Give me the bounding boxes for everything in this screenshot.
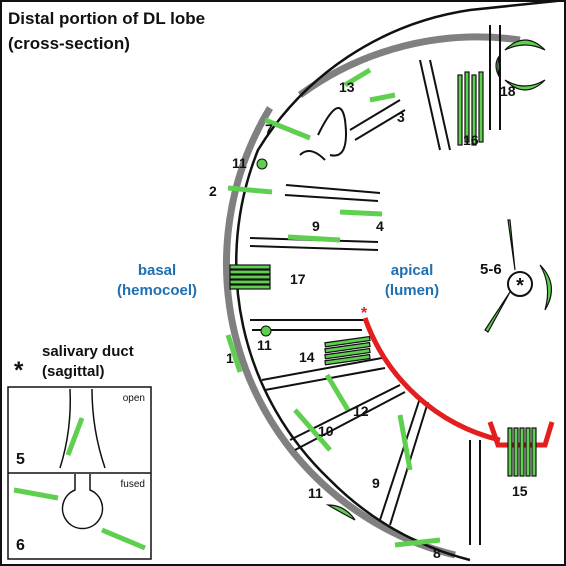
cell-2 [227, 185, 273, 195]
title-line1: Distal portion of DL lobe [8, 9, 205, 28]
label-9-top: 9 [312, 218, 320, 234]
cell-1 [225, 334, 243, 373]
label-16: 16 [463, 132, 479, 148]
label-5-6: 5-6 [480, 261, 502, 278]
label-2: 2 [209, 183, 217, 199]
label-4: 4 [376, 218, 384, 234]
cells [225, 39, 552, 548]
cell-cluster-18 [495, 39, 546, 91]
label-1: 1 [226, 350, 234, 366]
duct-fused [61, 474, 104, 530]
title-line2: (cross-section) [8, 34, 130, 53]
label-3: 3 [397, 109, 405, 125]
cell-3 [369, 92, 396, 103]
label-17: 17 [290, 271, 306, 287]
cell-number-labels: 7 11 2 4 9 17 11 1 14 12 10 9 11 8 15 13… [209, 79, 528, 561]
cell-cluster-17 [229, 264, 271, 290]
label-11-mid: 11 [257, 337, 272, 353]
label-12: 12 [353, 403, 369, 419]
label-11-top: 11 [232, 155, 247, 171]
salivary-duct-circle [507, 271, 533, 297]
label-9-bottom: 9 [372, 475, 380, 491]
cell-partitions [249, 25, 501, 545]
apical-membrane [362, 317, 501, 443]
label-18: 18 [500, 83, 516, 99]
membrane-fold [317, 107, 347, 157]
cell-11c [325, 504, 356, 521]
legend-line1: salivary duct [42, 343, 134, 360]
basal-lamina-arc [223, 106, 456, 559]
basal-sublabel: (hemocoel) [117, 282, 197, 299]
duct-circle-star: * [516, 275, 524, 297]
duct-open-right [91, 388, 106, 469]
cell-10 [293, 408, 332, 452]
cell-4 [339, 209, 383, 217]
cell-9b [397, 414, 413, 471]
cell-cluster-14 [324, 335, 371, 366]
inset-cell-6b [101, 527, 146, 551]
cell-9a [287, 234, 341, 243]
cell-cluster-16 [457, 71, 484, 146]
label-14: 14 [299, 349, 315, 365]
inset-open-label: open [123, 393, 145, 404]
cell-cluster-15 [507, 427, 537, 477]
cell-11b [260, 325, 272, 337]
legend-line2: (sagittal) [42, 363, 105, 380]
inset-fused-label: fused [121, 479, 145, 490]
label-11-bottom: 11 [308, 485, 323, 501]
inset-cell-5 [65, 417, 85, 456]
label-8: 8 [433, 545, 441, 561]
apical-sublabel: (lumen) [385, 282, 439, 299]
apical-label: apical [391, 262, 434, 279]
label-10: 10 [318, 423, 334, 439]
duct-open-left [59, 388, 72, 469]
cell-cluster-5-6 [484, 219, 552, 333]
label-15: 15 [512, 483, 528, 499]
cell-11a [256, 158, 268, 170]
label-7: 7 [265, 121, 273, 137]
legend-star: * [14, 357, 24, 384]
cell-13 [343, 67, 372, 88]
cell-7 [264, 117, 311, 141]
inset-5-label: 5 [16, 451, 25, 468]
inset-cell-6a [13, 487, 59, 501]
label-13: 13 [339, 79, 355, 95]
basal-label: basal [138, 262, 176, 279]
cell-12 [324, 373, 351, 412]
inset-6-label: 6 [16, 537, 25, 554]
apical-marker-star: * [361, 305, 368, 322]
cell-8 [394, 537, 441, 548]
